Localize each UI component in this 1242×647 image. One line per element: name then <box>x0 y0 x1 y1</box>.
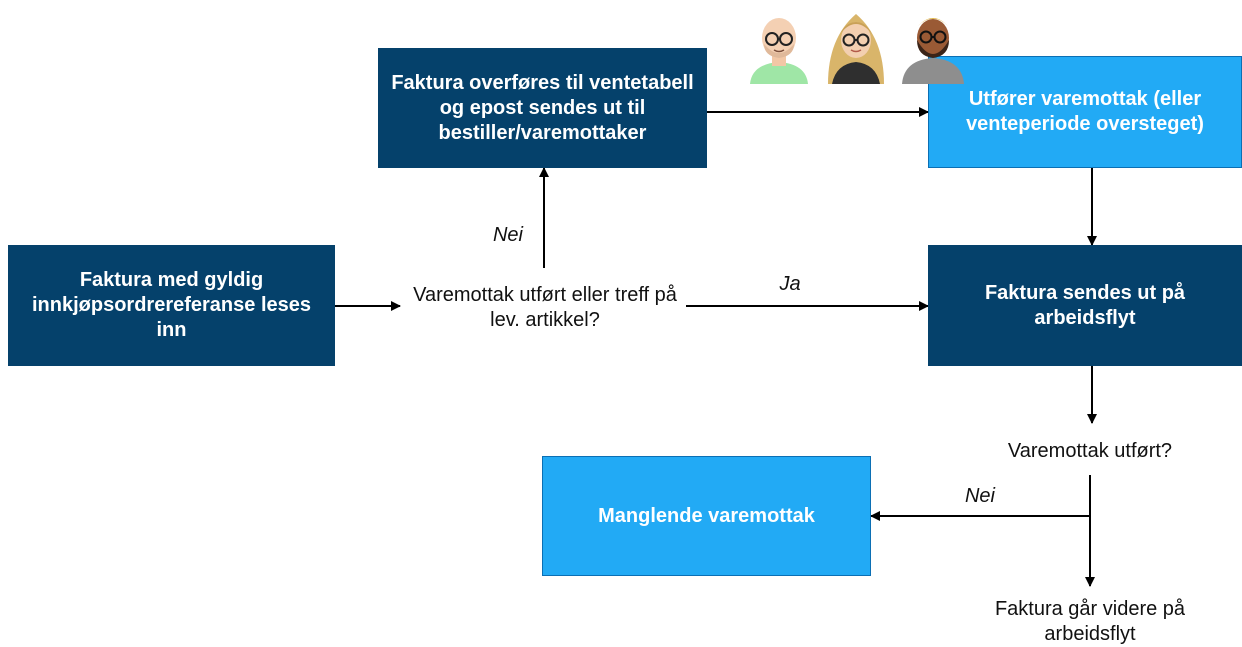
yes-label: Ja <box>779 273 801 295</box>
start-box: Faktura med gyldig innkjøpsordrereferans… <box>8 245 335 366</box>
receipt-box: Utfører varemottak (eller venteperiode o… <box>928 56 1242 168</box>
queue-box: Faktura overføres til ventetabell og epo… <box>378 48 707 168</box>
missing-box-text: Manglende varemottak <box>598 504 815 527</box>
missing-box: Manglende varemottak <box>542 456 871 576</box>
no-label-up: Nei <box>492 224 523 246</box>
start-box-text: Faktura med gyldig innkjøpsordrereferans… <box>31 269 311 341</box>
decision2-label: Varemottak utført? <box>1007 440 1173 462</box>
continue-label: Faktura går videre på arbeidsflyt <box>994 598 1186 645</box>
receipt-box-text: Utfører varemottak (eller venteperiode o… <box>966 88 1204 135</box>
workflow-box: Faktura sendes ut på arbeidsflyt <box>928 245 1242 366</box>
bearded-man-glasses-icon <box>902 18 964 84</box>
queue-box-text: Faktura overføres til ventetabell og epo… <box>391 71 694 144</box>
workflow-box-text: Faktura sendes ut på arbeidsflyt <box>984 281 1186 329</box>
decision1-label: Varemottak utført eller treff på lev. ar… <box>413 284 677 331</box>
bald-man-glasses-icon <box>750 18 808 84</box>
blonde-woman-glasses-icon <box>828 14 884 84</box>
no-label-left: Nei <box>964 485 995 507</box>
